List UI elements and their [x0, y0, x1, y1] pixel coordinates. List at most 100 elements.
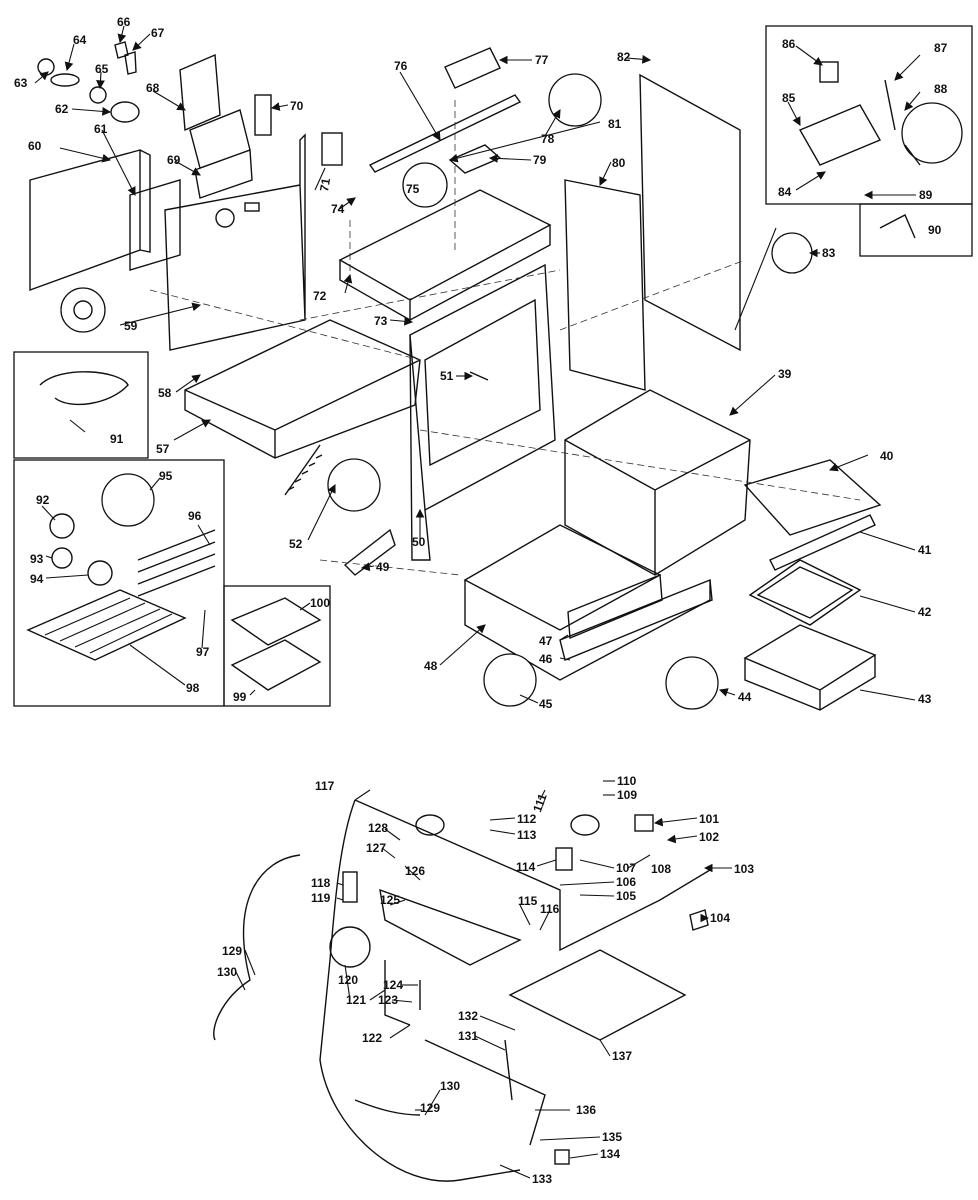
detail-bubbles	[60, 73, 963, 710]
label-58: 58	[158, 386, 172, 400]
trim-strip-41	[769, 514, 876, 571]
upper-cabinet-parts	[29, 41, 882, 711]
broiler-pan	[230, 639, 322, 691]
inset-boxes	[13, 25, 973, 707]
label-82: 82	[617, 50, 631, 64]
valve-knob-left	[415, 814, 445, 836]
grommet-bubble	[60, 287, 106, 333]
label-73: 73	[374, 314, 388, 328]
kick-panel-46	[559, 579, 713, 661]
label-57: 57	[156, 442, 170, 456]
label-68: 68	[146, 81, 160, 95]
label-72: 72	[313, 289, 327, 303]
bracket-77	[444, 47, 501, 89]
label-52: 52	[289, 537, 303, 551]
label-121: 121	[346, 993, 366, 1007]
label-102: 102	[699, 830, 719, 844]
label-107: 107	[616, 861, 636, 875]
label-48: 48	[424, 659, 438, 673]
label-63: 63	[14, 76, 28, 90]
label-99: 99	[233, 690, 247, 704]
valve-knob-right	[570, 814, 600, 836]
label-42: 42	[918, 605, 932, 619]
burner-tray-125	[379, 888, 522, 966]
label-127: 127	[366, 841, 386, 855]
label-130: 130	[217, 965, 237, 979]
plug-104	[689, 909, 709, 931]
label-125: 125	[380, 893, 400, 907]
clamp-bubble	[548, 73, 602, 127]
label-59: 59	[124, 319, 138, 333]
label-129-lower: 129	[420, 1101, 440, 1115]
label-80: 80	[612, 156, 626, 170]
wire-130-lower	[354, 1099, 421, 1116]
burner-131	[504, 1039, 513, 1101]
label-116: 116	[540, 902, 560, 916]
label-95: 95	[159, 469, 173, 483]
label-97: 97	[196, 645, 210, 659]
label-45: 45	[539, 697, 553, 711]
assembly-lines	[149, 100, 861, 576]
back-shield	[179, 53, 253, 199]
clip-51	[469, 371, 489, 381]
gas-line-left	[213, 854, 301, 1041]
label-84: 84	[778, 185, 792, 199]
label-129: 129	[222, 944, 242, 958]
label-75: 75	[406, 182, 420, 196]
oven-side-panel	[164, 133, 306, 351]
label-49: 49	[376, 560, 390, 574]
label-88: 88	[934, 82, 948, 96]
label-67: 67	[151, 26, 165, 40]
label-96: 96	[188, 509, 202, 523]
hinge	[343, 528, 396, 576]
label-69: 69	[167, 153, 181, 167]
label-105: 105	[616, 889, 636, 903]
manifold-pipe	[354, 799, 711, 952]
probe-87	[884, 79, 896, 131]
bracket-70	[254, 94, 272, 136]
ignitor-114	[555, 847, 573, 871]
label-113: 113	[517, 828, 537, 842]
bulb-65	[89, 86, 107, 104]
label-86: 86	[782, 37, 796, 51]
label-39: 39	[778, 367, 792, 381]
label-103: 103	[734, 862, 754, 876]
label-78: 78	[541, 132, 555, 146]
label-77: 77	[535, 53, 549, 67]
label-87: 87	[934, 41, 948, 55]
burner-box	[184, 319, 421, 459]
label-41: 41	[918, 543, 932, 557]
tube-136	[424, 1039, 546, 1146]
label-98: 98	[186, 681, 200, 695]
plate-137	[508, 949, 687, 1041]
spring-88-bubble	[901, 102, 963, 164]
label-61: 61	[94, 122, 108, 136]
label-93: 93	[30, 552, 44, 566]
label-101: 101	[699, 812, 719, 826]
valve-bracket-84	[798, 104, 882, 166]
label-65: 65	[95, 62, 109, 76]
inset-box-power-cord	[13, 351, 149, 459]
label-89: 89	[919, 188, 933, 202]
broiler-grid	[230, 597, 322, 646]
label-60: 60	[28, 139, 42, 153]
label-122: 122	[362, 1031, 382, 1045]
label-115: 115	[518, 894, 538, 908]
label-76: 76	[394, 59, 408, 73]
label-135: 135	[602, 1130, 622, 1144]
label-50: 50	[412, 535, 426, 549]
label-136: 136	[576, 1103, 596, 1117]
label-132: 132	[458, 1009, 478, 1023]
label-44: 44	[738, 690, 752, 704]
label-66: 66	[117, 15, 131, 29]
lower-gas-system	[213, 799, 711, 1182]
insulation-panel	[129, 179, 181, 271]
ring-93	[51, 547, 73, 569]
label-111: 111	[530, 791, 550, 814]
regulator-120	[329, 926, 371, 968]
label-64: 64	[73, 33, 87, 47]
label-46: 46	[539, 652, 553, 666]
inset-box-oven-racks	[13, 459, 225, 707]
label-94: 94	[30, 572, 44, 586]
